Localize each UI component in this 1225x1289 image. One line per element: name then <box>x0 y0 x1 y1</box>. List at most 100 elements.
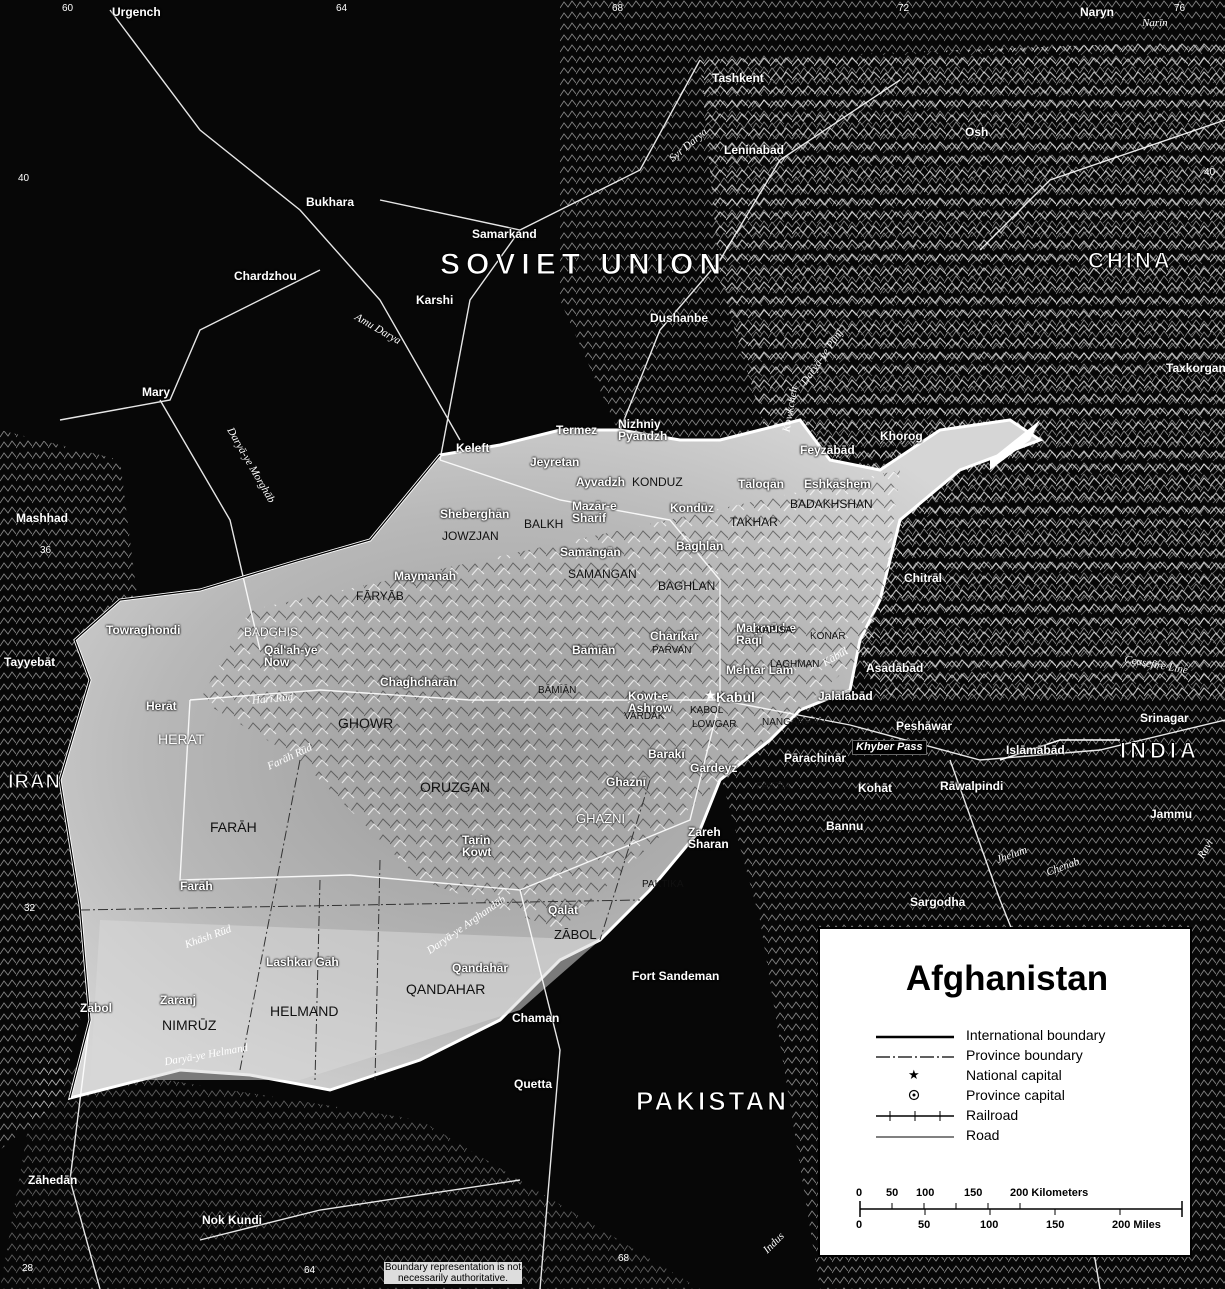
longitude-label: 76 <box>1174 3 1186 14</box>
city-label: Qal'ah-ye Now <box>264 643 318 669</box>
longitude-label: 68 <box>612 3 624 14</box>
scale-mi-label: 150 <box>1046 1219 1065 1231</box>
city-label: Rāwalpindi <box>940 779 1004 793</box>
city-label: Zareh Sharan <box>688 825 729 851</box>
city-label: Maymanah <box>394 569 457 583</box>
boundary-disclaimer: Boundary representation is not necessari… <box>384 1262 522 1284</box>
city-label: Maḥmūd-e Rāqī <box>736 621 796 647</box>
city-label: Ayvadzh <box>576 475 625 489</box>
map-legend: Afghanistan International boundary Provi… <box>818 927 1192 1257</box>
legend-item-international-boundary: International boundary <box>820 1027 1190 1045</box>
city-label: Karshi <box>416 293 454 307</box>
latitude-label: 28 <box>22 1263 34 1274</box>
city-label: Fort Sandeman <box>632 969 720 983</box>
scale-mi-label: 200 Miles <box>1112 1219 1161 1231</box>
scale-mi-label: 50 <box>918 1219 931 1231</box>
city-label: Mehtar Lām <box>726 663 794 677</box>
city-label: Baghlān <box>676 539 724 553</box>
international-boundary-icon <box>876 1035 954 1039</box>
legend-item-province-boundary: Province boundary <box>820 1047 1190 1065</box>
city-label: Sheberghān <box>440 507 510 521</box>
city-label: Taxkorgan <box>1166 361 1225 375</box>
city-label: Zābol <box>80 1001 112 1015</box>
national-capital-icon: ★ <box>704 687 717 703</box>
city-label: Kowt-e Ashrow <box>628 689 673 715</box>
legend-label: Province capital <box>966 1087 1065 1103</box>
city-label: Mary <box>142 385 171 399</box>
city-label: Dushanbe <box>650 311 709 325</box>
longitude-label: 68 <box>618 1253 630 1264</box>
province-label: QANDAHAR <box>406 981 486 997</box>
province-capital-icon <box>908 1089 920 1101</box>
city-label: Kohāt <box>858 781 892 795</box>
city-label: Nizhniy Pyandzh <box>618 417 668 443</box>
city-label: Asadābād <box>866 661 924 675</box>
city-label: Jammu <box>1150 807 1193 821</box>
city-label: Nok Kundi <box>202 1213 262 1227</box>
scale-mi-label: 0 <box>856 1219 863 1231</box>
province-label: KONAR <box>810 631 846 642</box>
city-label: Kabul <box>716 689 755 705</box>
city-label: Chaghcharān <box>380 675 457 689</box>
scale-km-label: 100 <box>916 1187 935 1199</box>
city-label: Farāh <box>180 879 213 893</box>
city-label: Zaranj <box>160 993 197 1007</box>
province-label: KAPISA <box>756 625 793 636</box>
legend-item-railroad: Railroad <box>820 1107 1190 1125</box>
legend-label: Railroad <box>966 1107 1019 1123</box>
country-label-iran: IRAN <box>8 771 61 793</box>
country-label-india: INDIA <box>1120 738 1200 763</box>
province-label: JOWZJAN <box>442 529 499 543</box>
city-label: Sargodha <box>910 895 966 909</box>
city-label: Tāloqān <box>738 477 785 491</box>
city-label: Peshāwar <box>896 719 953 733</box>
city-label: Jalālābād <box>818 689 873 703</box>
city-label: Bāmīān <box>572 643 616 657</box>
city-label: Chardzhou <box>234 269 297 283</box>
province-label: KABOL <box>690 705 724 716</box>
latitude-label: 40 <box>18 173 30 184</box>
legend-item-road: Road <box>820 1127 1190 1145</box>
city-label: Bannu <box>826 819 864 833</box>
legend-item-national-capital: ★ National capital <box>820 1067 1190 1085</box>
country-label-china: CHINA <box>1088 248 1173 273</box>
city-label: Chitrāl <box>904 571 943 585</box>
city-label: Mashhad <box>16 511 69 525</box>
province-label: HELMAND <box>270 1003 339 1019</box>
province-label: PAKTIKA <box>642 879 684 890</box>
railroad-icon <box>876 1111 954 1121</box>
city-label: Eshkāshem <box>804 477 871 491</box>
river-label: Narīn <box>1142 17 1168 29</box>
national-capital-symbol-icon: ★ <box>908 1067 920 1082</box>
province-label: BALKH <box>524 517 564 531</box>
province-label: KONDUZ <box>632 475 683 489</box>
legend-label: National capital <box>966 1067 1062 1083</box>
province-label: GHAZNI <box>576 811 626 826</box>
city-label: Mazār-e Sharif <box>572 499 617 525</box>
city-label: Feyzābād <box>800 443 855 457</box>
province-label: NIMRŪZ <box>162 1017 217 1033</box>
city-label: Keleft <box>456 441 490 455</box>
province-label: TAKHAR <box>730 515 778 529</box>
city-label: Barakī <box>648 747 685 761</box>
latitude-label: 32 <box>24 903 36 914</box>
scale-km-label: 50 <box>886 1187 899 1199</box>
city-label: Gardeyz <box>690 761 738 775</box>
city-label: Chaman <box>512 1011 560 1025</box>
province-label: HERAT <box>158 731 205 747</box>
city-label: Urgench <box>112 5 161 19</box>
longitude-label: 64 <box>304 1265 316 1276</box>
latitude-label: 40 <box>1204 167 1216 178</box>
city-label: Bukhara <box>306 195 355 209</box>
city-label: Lashkar Gāh <box>266 955 339 969</box>
road-icon <box>876 1136 954 1138</box>
legend-item-province-capital: Province capital <box>820 1087 1190 1105</box>
city-label: Zāhedān <box>28 1173 78 1187</box>
province-label: BAGHLAN <box>658 579 716 593</box>
scale-km-label: 0 <box>856 1187 863 1199</box>
province-label: ZĀBOL <box>554 927 597 942</box>
city-label: Pārachinār <box>784 751 847 765</box>
longitude-label: 72 <box>898 3 910 14</box>
province-label: FARĀH <box>210 819 257 835</box>
